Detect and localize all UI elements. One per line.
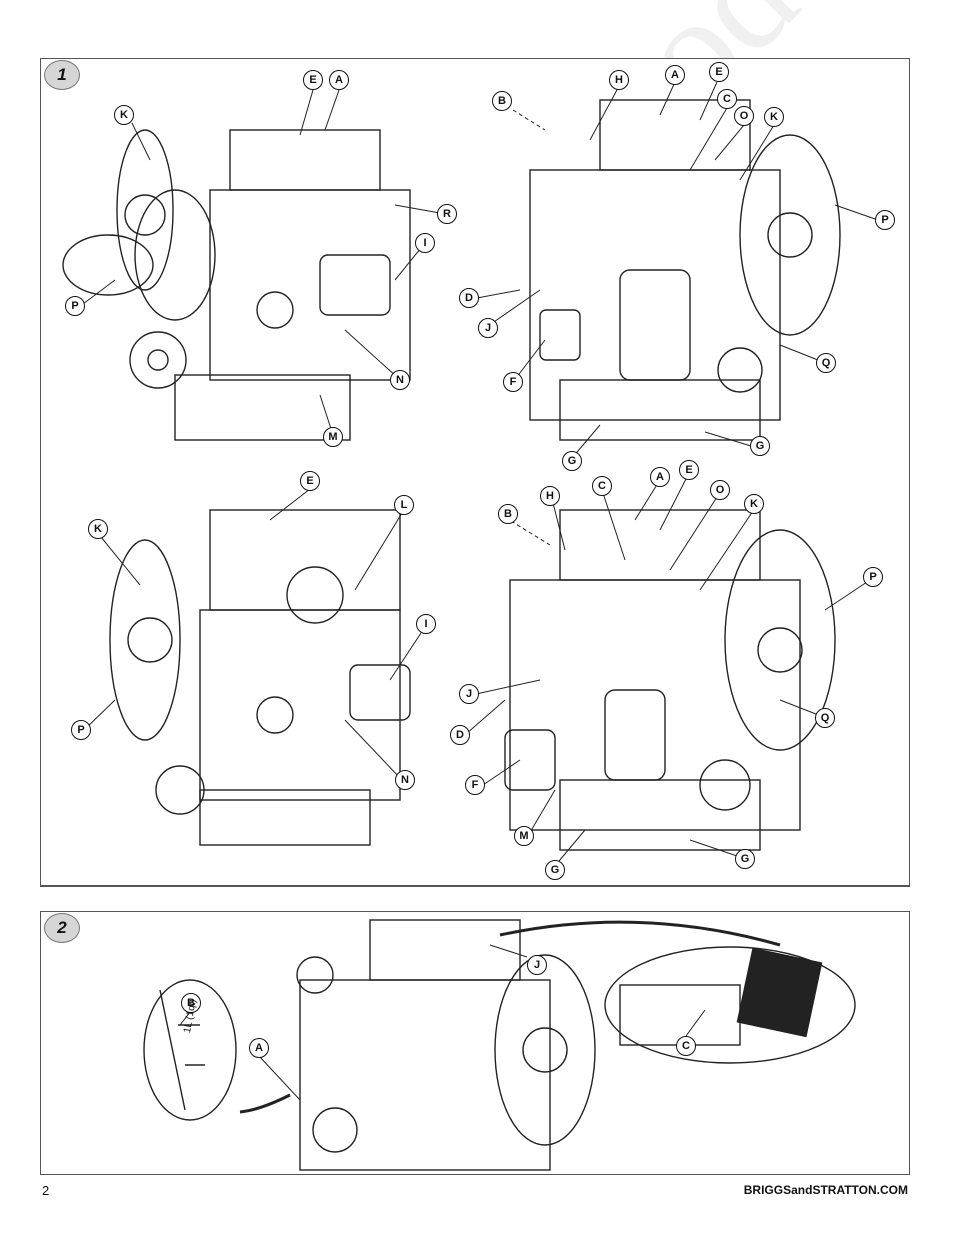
callout-I: I [415,233,435,253]
callout-D: D [450,725,470,745]
callout-J: J [459,684,479,704]
callout-N: N [395,770,415,790]
callout-Q: Q [815,708,835,728]
callout-F: F [465,775,485,795]
callout-P: P [875,210,895,230]
callout-A: A [249,1038,269,1058]
engine-view-3 [109,509,411,846]
figure-1-panel [40,58,910,886]
callout-E: E [303,70,323,90]
callout-G: G [562,451,582,471]
callout-M: M [514,826,534,846]
callout-K: K [764,107,784,127]
callout-K: K [744,494,764,514]
callout-H: H [540,486,560,506]
callout-B: B [181,993,201,1013]
callout-A: A [665,65,685,85]
callout-L: L [394,495,414,515]
engine-view-4 [504,509,836,851]
engine-view-1 [62,129,411,441]
callout-F: F [503,372,523,392]
page-number: 2 [42,1183,50,1198]
callout-G: G [545,860,565,880]
callout-E: E [300,471,320,491]
callout-A: A [650,467,670,487]
divider [40,886,910,887]
website-link[interactable]: BRIGGSandSTRATTON.COM [743,1183,908,1197]
callout-B: B [492,91,512,111]
callout-H: H [609,70,629,90]
figure-1-number: 1 [44,60,80,90]
callout-K: K [88,519,108,539]
callout-J: J [478,318,498,338]
callout-P: P [65,296,85,316]
callout-P: P [863,567,883,587]
callout-E: E [679,460,699,480]
callout-B: B [498,504,518,524]
callout-E: E [709,62,729,82]
callout-O: O [710,480,730,500]
callout-C: C [592,476,612,496]
callout-I: I [416,614,436,634]
callout-R: R [437,204,457,224]
engine-view-2 [529,99,841,441]
callout-C: C [717,89,737,109]
callout-G: G [735,849,755,869]
callout-M: M [323,427,343,447]
callout-N: N [390,370,410,390]
callout-A: A [329,70,349,90]
figure-2-number: 2 [44,913,80,943]
callout-G: G [750,436,770,456]
callout-K: K [114,105,134,125]
callout-P: P [71,720,91,740]
callout-C: C [676,1036,696,1056]
callout-O: O [734,106,754,126]
callout-Q: Q [816,353,836,373]
callout-J: J [527,955,547,975]
callout-D: D [459,288,479,308]
